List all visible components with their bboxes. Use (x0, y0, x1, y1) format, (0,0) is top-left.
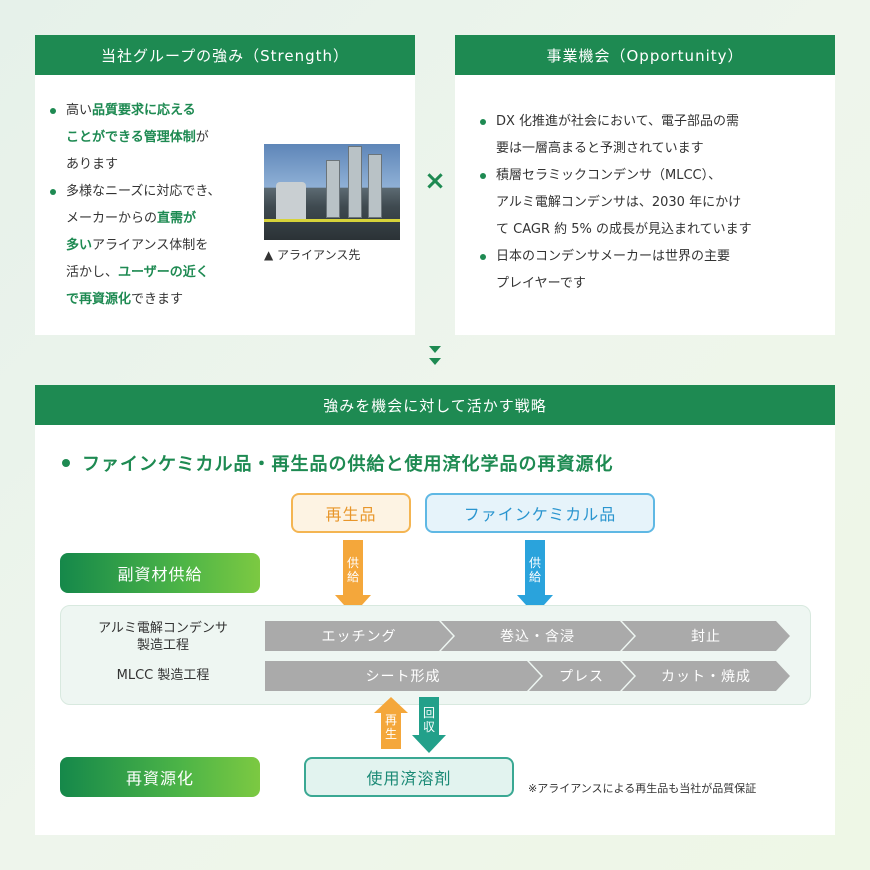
opportunity-bullet-cagr: 積層セラミックコンデンサ（MLCC）、 アルミ電解コンデンサは、2030 年にか… (480, 162, 825, 243)
recycle-label-pill: 再資源化 (60, 757, 260, 797)
aluminum-process-label: アルミ電解コンデンサ製造工程 (98, 621, 228, 653)
supply-label-pill: 副資材供給 (60, 553, 260, 593)
fine-chemical-box: ファインケミカル品 (425, 493, 655, 533)
collect-arrow-label: 回収 (422, 706, 435, 734)
strategy-headline: ファインケミカル品・再生品の供給と使用済化学品の再資源化 (62, 450, 613, 476)
step-press: プレス (529, 661, 634, 691)
supply-arrow-blue-label: 供給 (528, 556, 541, 584)
step-etching: エッチング (265, 621, 453, 651)
collect-arrow-down (412, 697, 446, 753)
strength-bullet-alliance: 多様なニーズに対応でき、 メーカーからの直需が 多いアライアンス体制を 活かし、… (50, 178, 265, 313)
chevron-down-icon (429, 346, 441, 353)
strategy-title: 強みを機会に対して活かす戦略 (35, 385, 835, 425)
regenerate-arrow-up (374, 697, 408, 749)
opportunity-title: 事業機会（Opportunity） (455, 35, 835, 75)
chevron-down-icon (429, 358, 441, 365)
strength-title: 当社グループの強み（Strength） (35, 35, 415, 75)
quality-assurance-note: ※アライアンスによる再生品も当社が品質保証 (528, 782, 757, 795)
strength-panel: 当社グループの強み（Strength） 高い品質要求に応える ことができる管理体… (35, 35, 415, 335)
bullet-dot (62, 459, 70, 467)
step-winding-impregnation: 巻込・含浸 (441, 621, 634, 651)
mlcc-process-label: MLCC 製造工程 (116, 668, 210, 683)
photo-caption: ▲ アライアンス先 (264, 248, 361, 262)
supply-arrow-orange-label: 供給 (346, 556, 359, 584)
strength-bullets: 高い品質要求に応える ことができる管理体制が あります 多様なニーズに対応でき、… (50, 97, 265, 313)
step-sealing: 封止 (622, 621, 790, 651)
recycled-product-box: 再生品 (291, 493, 411, 533)
opportunity-bullet-dx: DX 化推進が社会において、電子部品の需 要は一層高まると予測されています (480, 108, 825, 162)
step-sheet-forming: シート形成 (265, 661, 541, 691)
strength-bullet-quality: 高い品質要求に応える ことができる管理体制が あります (50, 97, 265, 178)
used-solvent-box: 使用済溶剤 (304, 757, 514, 797)
opportunity-bullets: DX 化推進が社会において、電子部品の需 要は一層高まると予測されています 積層… (480, 108, 825, 297)
opportunity-panel: 事業機会（Opportunity） DX 化推進が社会において、電子部品の需 要… (455, 35, 835, 335)
step-cut-firing: カット・焼成 (622, 661, 790, 691)
opportunity-bullet-makers: 日本のコンデンサメーカーは世界の主要 プレイヤーです (480, 243, 825, 297)
alliance-plant-photo (264, 144, 400, 240)
cross-symbol: × (424, 166, 446, 196)
regenerate-arrow-label: 再生 (384, 713, 397, 741)
